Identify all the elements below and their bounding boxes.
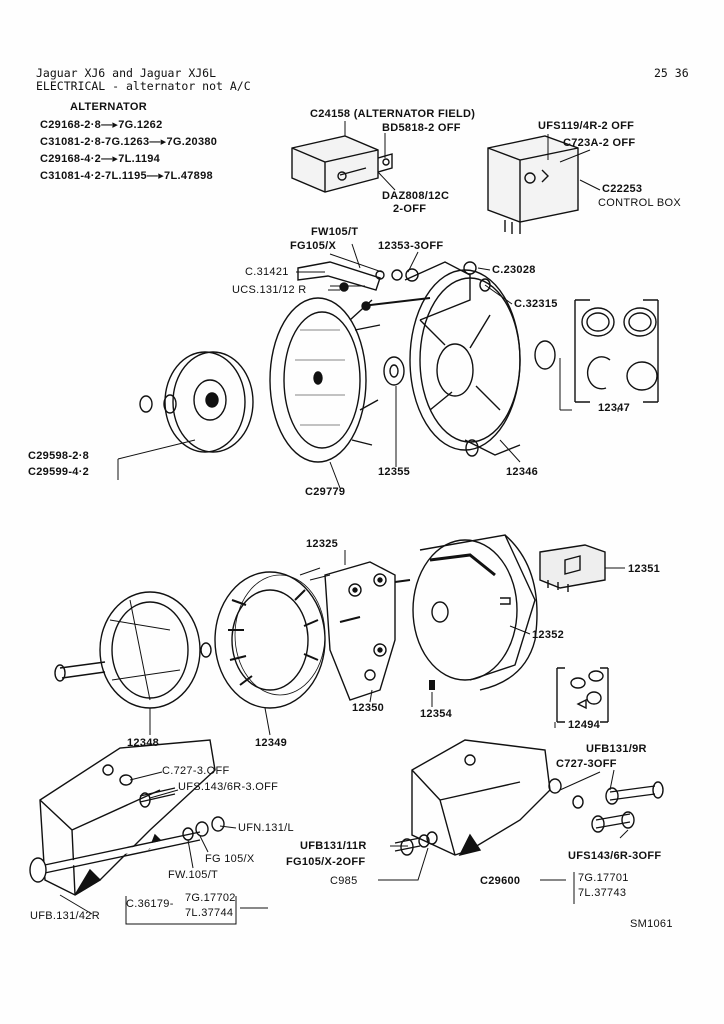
label-12349: 12349 — [255, 737, 288, 749]
label-ufn131: UFN.131/L — [238, 822, 294, 834]
label-fg105x-2off: FG105/X-2OFF — [286, 856, 366, 868]
header-subtitle: ELECTRICAL - alternator not A/C — [36, 79, 251, 93]
label-c31421: C.31421 — [245, 266, 289, 278]
adjusting-link — [297, 261, 431, 311]
header-title: Jaguar XJ6 and Jaguar XJ6L — [36, 66, 217, 80]
fan — [269, 297, 381, 463]
label-bd5818: BD5818-2 OFF — [382, 122, 461, 134]
field-relay — [291, 135, 393, 193]
spacer — [383, 356, 405, 386]
label-c727-left: C.727-3.OFF — [162, 765, 230, 777]
brush-box — [539, 544, 606, 592]
label-12325: 12325 — [306, 538, 339, 550]
stator — [214, 567, 331, 709]
label-12355: 12355 — [378, 466, 411, 478]
slip-ring-end-bracket — [412, 534, 538, 691]
label-field-relay: C24158 (ALTERNATOR FIELD) — [310, 108, 476, 120]
label-12353: 12353-3OFF — [378, 240, 444, 252]
label-7g17702: 7G.17702 — [185, 892, 236, 904]
label-12352: 12352 — [532, 629, 565, 641]
label-7l37743: 7L.37743 — [578, 887, 627, 899]
label-c23028: C.23028 — [492, 264, 536, 276]
control-box — [487, 135, 579, 234]
mounting-bracket-right — [394, 739, 664, 857]
label-12351: 12351 — [628, 563, 661, 575]
label-daz808: DAZ808/12C — [382, 190, 450, 202]
pulley — [139, 351, 254, 453]
label-ufb131-42r: UFB.131/42R — [30, 910, 100, 922]
label-fg105x-left: FG 105/X — [205, 853, 255, 865]
label-12494: 12494 — [568, 719, 601, 731]
label-12348: 12348 — [127, 737, 160, 749]
label-fw105t: FW105/T — [311, 226, 359, 238]
label-ufb131-11r: UFB131/11R — [300, 840, 367, 852]
label-12346: 12346 — [506, 466, 539, 478]
label-12354: 12354 — [420, 708, 453, 720]
label-c29600: C29600 — [480, 875, 521, 887]
label-fw105t-left: FW.105/T — [168, 869, 219, 881]
label-ucs131: UCS.131/12 R — [232, 284, 307, 296]
alternator-row: C29168-4·2—▸7L.1194 — [40, 153, 161, 165]
alternator-row: C29168-2·8—▸7G.1262 — [40, 119, 163, 131]
label-12350: 12350 — [352, 702, 385, 714]
label-fg105x: FG105/X — [290, 240, 337, 252]
page-number: 25 36 — [654, 66, 689, 80]
label-7g17701: 7G.17701 — [578, 872, 629, 884]
mounting-bracket-left — [29, 739, 225, 896]
label-sm1061: SM1061 — [630, 918, 673, 930]
alternator-row: C31081-4·2-7L.1195—▸7L.47898 — [40, 170, 213, 182]
label-ufb131-9r: UFB131/9R — [586, 743, 647, 755]
label-7l37744: 7L.37744 — [185, 907, 234, 919]
label-c29598: C29598-2·8 — [28, 450, 90, 462]
label-ufs119: UFS119/4R-2 OFF — [538, 120, 635, 132]
label-c723a: C723A-2 OFF — [563, 137, 636, 149]
label-c29779: C29779 — [305, 486, 346, 498]
rotor — [54, 591, 212, 709]
leader-lines — [59, 121, 629, 925]
label-c985: C985 — [330, 875, 358, 887]
label-daz808-off: 2-OFF — [393, 203, 427, 215]
label-ufs143-left: UFS.143/6R-3.OFF — [178, 781, 279, 793]
rectifier-plate — [324, 561, 411, 701]
label-control-box: CONTROL BOX — [598, 197, 681, 209]
label-c36179: C.36179- — [126, 898, 174, 910]
label-c29599: C29599-4·2 — [28, 466, 90, 478]
label-c32315: C.32315 — [514, 298, 558, 310]
label-ufs143-right: UFS143/6R-3OFF — [568, 850, 662, 862]
drive-end-bracket — [404, 261, 556, 457]
repair-kit — [574, 299, 659, 403]
label-c727-right: C727-3OFF — [556, 758, 617, 770]
bolt-kit — [429, 667, 609, 723]
label-12347: 12347 — [598, 402, 631, 414]
alternator-row: C31081-2·8-7G.1263—▸7G.20380 — [40, 136, 218, 148]
alternator-heading: ALTERNATOR — [70, 101, 147, 113]
label-c22253: C22253 — [602, 183, 643, 195]
